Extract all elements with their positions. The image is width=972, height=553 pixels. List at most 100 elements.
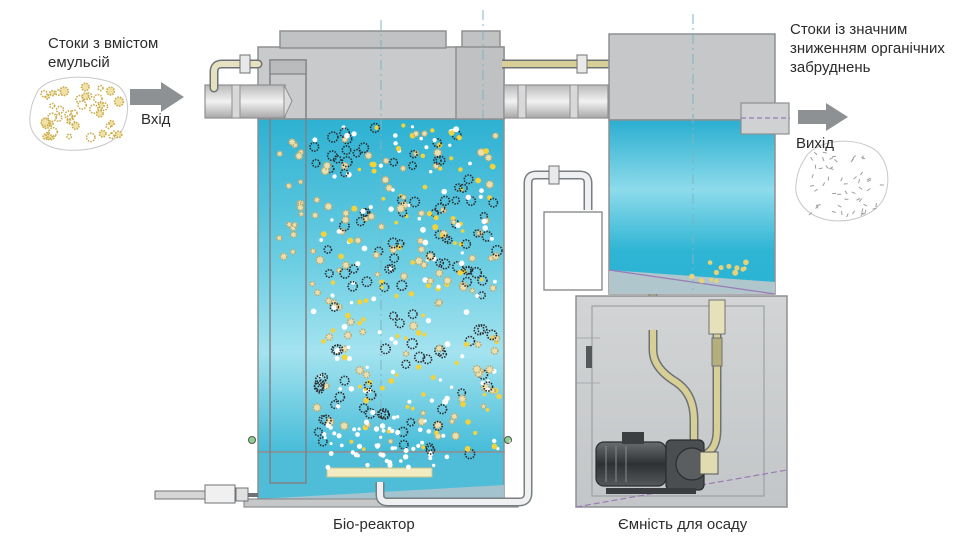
emulsion-droplet <box>98 86 103 91</box>
air-bubble <box>407 204 410 207</box>
yellow-particle <box>473 431 477 435</box>
emulsion-droplet <box>50 103 55 108</box>
outlet-description-label: Стоки із значним зниженням органічних за… <box>790 20 965 77</box>
yellow-particle <box>372 169 377 174</box>
yellow-particle <box>431 375 436 380</box>
air-bubble <box>360 209 365 214</box>
settling-tank <box>609 14 790 294</box>
air-bubble <box>369 205 373 209</box>
yellow-particle <box>449 156 453 160</box>
settled-floc <box>714 270 719 275</box>
air-bubble <box>379 164 383 168</box>
organic-particle <box>289 139 295 145</box>
air-bubble <box>406 465 411 470</box>
yellow-particle <box>358 168 362 172</box>
air-bubble <box>419 137 423 141</box>
settled-floc <box>742 266 746 270</box>
yellow-particle <box>395 373 399 377</box>
yellow-particle <box>461 229 465 233</box>
yellow-particle <box>395 334 399 338</box>
air-bubble <box>422 277 428 283</box>
air-bubble <box>337 229 342 234</box>
organic-particle <box>291 232 297 238</box>
organic-particle <box>342 346 348 352</box>
air-bubble <box>399 459 403 463</box>
fine-particle <box>832 156 836 157</box>
air-bubble <box>391 188 395 192</box>
yellow-particle <box>361 317 366 322</box>
organic-particle <box>415 257 422 264</box>
settled-floc <box>734 265 739 270</box>
yellow-particle <box>475 178 481 184</box>
organic-particle <box>428 278 434 284</box>
air-bubble <box>376 443 380 447</box>
air-bubble <box>374 426 379 431</box>
yellow-particle <box>416 365 421 370</box>
air-bubble <box>352 131 357 136</box>
fine-particle <box>842 211 843 215</box>
air-bubble <box>329 451 334 456</box>
air-bubble <box>466 195 471 200</box>
organic-particle <box>314 197 319 202</box>
air-bubble <box>312 137 317 142</box>
emulsion-droplet <box>70 119 75 124</box>
organic-particle <box>419 211 425 217</box>
organic-particle <box>341 422 348 429</box>
air-bubble <box>420 441 424 445</box>
air-bubble <box>371 296 376 301</box>
settled-floc <box>726 264 731 269</box>
organic-particle <box>379 224 385 230</box>
air-bubble <box>445 455 450 460</box>
yellow-particle <box>406 405 410 409</box>
air-bubble <box>352 427 356 431</box>
air-bubble <box>468 162 472 166</box>
yellow-particle <box>421 392 426 397</box>
air-bubble <box>326 423 331 428</box>
air-bubble <box>426 318 431 323</box>
settled-floc <box>719 265 724 270</box>
air-bubble <box>475 294 479 298</box>
organic-particle <box>450 419 455 424</box>
yellow-particle <box>394 294 398 298</box>
yellow-particle <box>409 291 414 296</box>
organic-particle <box>436 270 443 277</box>
air-bubble <box>378 330 382 334</box>
settled-floc <box>689 274 695 280</box>
emulsion-droplet <box>87 133 95 141</box>
organic-particle <box>277 236 282 241</box>
yellow-particle <box>434 431 439 436</box>
settled-floc <box>699 278 704 283</box>
air-bubble <box>331 305 336 310</box>
organic-particle <box>485 155 491 161</box>
organic-particle <box>341 163 348 170</box>
bioreactor-label: Біо-реактор <box>333 515 415 534</box>
organic-particle <box>434 149 441 156</box>
yellow-particle <box>380 386 385 391</box>
organic-particle <box>281 253 287 259</box>
organic-particle <box>413 131 418 136</box>
organic-particle <box>460 284 467 291</box>
organic-particle <box>343 262 350 269</box>
air-bubble <box>387 463 392 468</box>
yellow-particle <box>382 197 386 201</box>
yellow-particle <box>342 354 348 360</box>
organic-particle <box>486 181 493 188</box>
yellow-particle <box>421 154 426 159</box>
air-bubble <box>424 145 428 149</box>
yellow-particle <box>363 398 369 404</box>
yellow-particle <box>362 447 366 451</box>
outlet-arrow-shape <box>798 103 848 131</box>
yellow-particle <box>421 314 425 318</box>
air-bubble <box>338 387 342 391</box>
yellow-particle <box>492 444 498 450</box>
air-bubble <box>396 415 399 418</box>
organic-particle <box>348 319 354 325</box>
yellow-particle <box>465 419 470 424</box>
yellow-particle <box>457 270 462 275</box>
emulsion-droplet <box>48 113 56 121</box>
yellow-particle <box>388 378 394 384</box>
settled-floc <box>732 270 738 276</box>
organic-particle <box>297 205 303 211</box>
air-bubble <box>445 396 450 401</box>
